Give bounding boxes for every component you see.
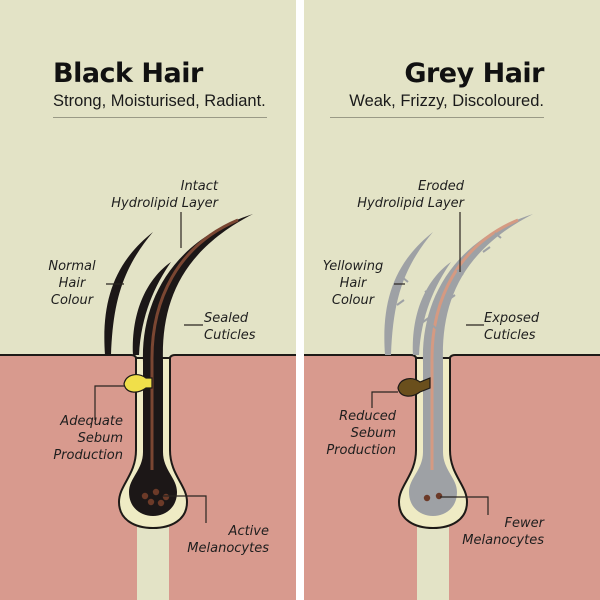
left-label-cuticles: Sealed Cuticles	[204, 310, 256, 344]
right-label-cuticles-line1: Exposed	[484, 311, 540, 326]
left-label-hydrolipid-line1: Intact	[180, 179, 218, 194]
right-title-rule	[330, 117, 544, 118]
right-frizz-5	[396, 299, 405, 306]
left-skin-block	[0, 354, 296, 600]
right-skin-left-part	[304, 355, 417, 600]
left-label-cuticles-line2: Cuticles	[204, 328, 256, 343]
right-subtitle: Weak, Frizzy, Discoloured.	[349, 92, 544, 110]
left-strand-3	[132, 262, 171, 355]
right-frizz-1	[447, 294, 456, 301]
right-frizz-4	[494, 232, 502, 239]
right-label-melanocytes: Fewer Melanocytes	[462, 515, 544, 549]
right-main-strand-core	[430, 218, 519, 363]
left-title-rule	[53, 117, 267, 118]
left-strand-2	[104, 232, 153, 355]
left-melanocyte-0	[141, 492, 149, 500]
right-melanocytes-leader	[440, 496, 489, 515]
right-sebum-leader	[371, 391, 398, 408]
right-melanocyte-1	[435, 492, 443, 500]
right-frizz-2	[456, 269, 464, 276]
left-label-colour-line1: Normal	[48, 259, 96, 274]
left-label-melanocytes-line1: Active	[228, 524, 269, 539]
left-label-sebum-line1: Adequate	[60, 414, 123, 429]
right-label-sebum: Reduced Sebum Production	[326, 408, 396, 459]
left-subtitle: Strong, Moisturised, Radiant.	[53, 92, 266, 110]
left-label-melanocytes-line2: Melanocytes	[187, 541, 269, 556]
right-label-hydrolipid: Eroded Hydrolipid Layer	[357, 178, 464, 212]
right-skin-block	[304, 354, 600, 600]
right-title: Grey Hair	[404, 58, 544, 89]
right-frizz-8	[424, 290, 432, 297]
right-label-cuticles: Exposed Cuticles	[484, 310, 539, 344]
right-strand-3	[412, 262, 451, 355]
left-label-sebum: Adequate Sebum Production	[53, 413, 123, 464]
left-label-colour: Normal Hair Colour	[38, 258, 106, 309]
left-hair-strands	[104, 214, 253, 516]
left-skin-left-part	[0, 355, 137, 600]
right-label-melanocytes-line2: Melanocytes	[462, 533, 544, 548]
left-sebum-leader	[94, 385, 125, 420]
left-label-sebum-line3: Production	[53, 448, 123, 463]
left-label-colour-line3: Colour	[50, 293, 94, 308]
right-frizz-0	[431, 324, 439, 331]
right-label-cuticles-line2: Cuticles	[484, 328, 536, 343]
left-label-hydrolipid: Intact Hydrolipid Layer	[111, 178, 218, 212]
left-label-sebum-line2: Sebum	[77, 431, 123, 446]
left-label-melanocytes: Active Melanocytes	[187, 523, 269, 557]
left-melanocytes	[141, 488, 170, 507]
left-title: Black Hair	[53, 58, 203, 89]
left-melanocyte-2	[162, 493, 170, 501]
right-strand-2	[384, 232, 433, 355]
right-sebum-blob	[397, 377, 431, 397]
right-label-hydrolipid-line2: Hydrolipid Layer	[357, 196, 464, 211]
left-label-hydrolipid-line2: Hydrolipid Layer	[111, 196, 218, 211]
left-main-strand-core	[150, 218, 239, 363]
panel-divider	[296, 0, 304, 600]
left-sebaceous-gland	[123, 374, 153, 393]
right-frizz-6	[401, 276, 409, 283]
right-frizz-7	[422, 316, 431, 323]
right-melanocyte-0	[423, 494, 431, 502]
left-melanocyte-4	[157, 499, 165, 507]
left-label-cuticles-line1: Sealed	[204, 311, 249, 326]
right-label-colour: Yellowing Hair Colour	[312, 258, 394, 309]
right-label-colour-line1: Yellowing	[322, 259, 384, 274]
right-frizz-3	[482, 246, 491, 253]
right-label-sebum-line3: Production	[326, 443, 396, 458]
left-sebum-blob	[123, 374, 153, 393]
right-label-colour-line3: Colour	[331, 293, 375, 308]
right-label-hydrolipid-line1: Eroded	[417, 179, 464, 194]
left-label-colour-line2: Hair	[58, 276, 86, 291]
left-melanocyte-3	[147, 498, 155, 506]
left-melanocytes-leader	[163, 495, 207, 523]
right-hair-strands	[384, 214, 533, 516]
right-skin-right-part	[449, 355, 600, 600]
right-label-melanocytes-line1: Fewer	[504, 516, 544, 531]
right-label-sebum-line2: Sebum	[350, 426, 396, 441]
right-sebaceous-gland	[397, 377, 431, 397]
left-skin-right-part	[169, 355, 296, 600]
callout-leader-lines	[94, 212, 489, 523]
left-melanocyte-1	[152, 488, 160, 496]
right-label-sebum-line1: Reduced	[339, 409, 396, 424]
right-label-colour-line2: Hair	[339, 276, 367, 291]
